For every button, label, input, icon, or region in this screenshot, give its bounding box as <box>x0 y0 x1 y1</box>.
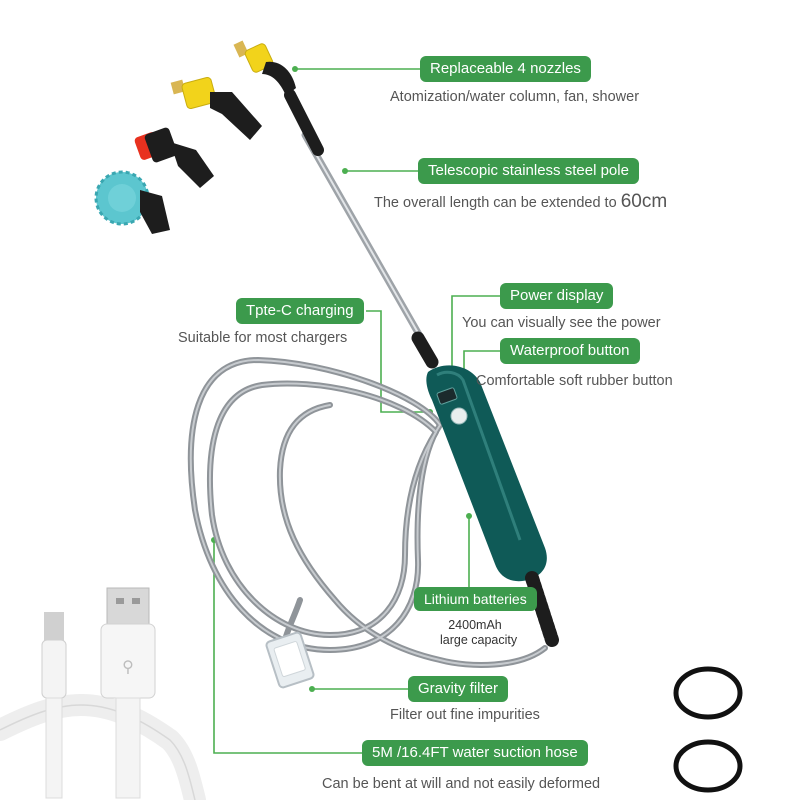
spare-nozzle-blue <box>94 170 170 234</box>
filter-label: Gravity filter <box>408 676 509 702</box>
suction-hose <box>187 356 548 668</box>
pole-description: The overall length can be extended to 60… <box>374 191 667 213</box>
power-display-label: Power display <box>500 283 614 309</box>
hose-description: Can be bent at will and not easily defor… <box>322 776 601 792</box>
spare-nozzle-red <box>134 127 214 188</box>
battery-capacity: 2400mAh large capacity <box>440 618 518 648</box>
o-rings <box>673 666 743 793</box>
battery-capacity-description: large capacity <box>440 633 518 647</box>
pole-length-value: 60cm <box>620 191 668 212</box>
nozzles-description: Atomization/water column, fan, shower <box>390 89 640 105</box>
gravity-filter <box>265 631 315 689</box>
usb-cable: ⚲ <box>0 587 206 800</box>
pole-label: Telescopic stainless steel pole <box>418 158 639 184</box>
battery-capacity-value: 2400mAh <box>448 618 502 632</box>
battery-label: Lithium batteries <box>414 587 537 611</box>
charging-label: Tpte-C charging <box>236 298 364 324</box>
filter-description: Filter out fine impurities <box>390 707 540 723</box>
pole-description-text: The overall length can be extended to <box>374 195 617 211</box>
power-display-description: You can visually see the power <box>462 315 661 331</box>
steel-pole <box>284 89 439 369</box>
nozzles-label: Replaceable 4 nozzles <box>420 56 591 82</box>
spare-nozzle-yellow <box>170 76 262 140</box>
hose-label: 5M /16.4FT water suction hose <box>362 740 588 766</box>
charging-description: Suitable for most chargers <box>178 330 348 346</box>
waterproof-button-label: Waterproof button <box>500 338 640 364</box>
pole-nozzle <box>233 40 296 96</box>
waterproof-button-description: Comfortable soft rubber button <box>476 373 673 389</box>
svg-text:⚲: ⚲ <box>122 657 134 676</box>
